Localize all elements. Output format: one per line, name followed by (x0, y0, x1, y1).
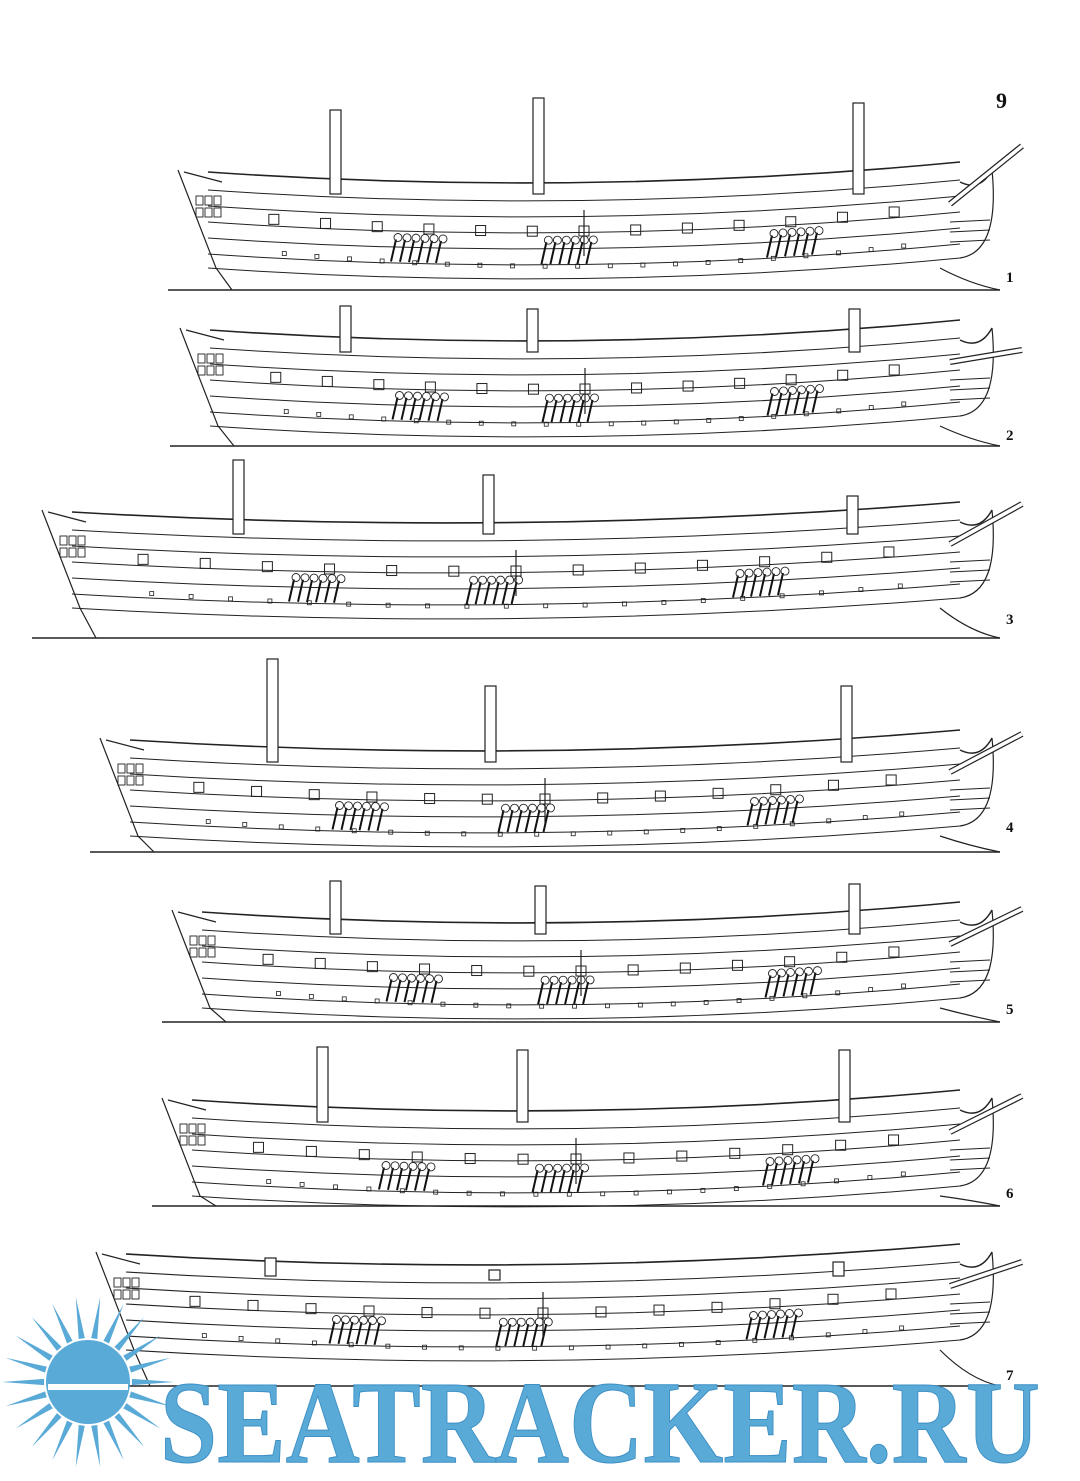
plate-number: 9 (996, 88, 1007, 113)
ship-profile-7 (86, 1243, 1023, 1387)
ship-profile-6 (152, 1046, 1024, 1208)
sun-logo-icon (2, 1296, 174, 1468)
figure-label-1: 1 (1006, 270, 1014, 286)
ship-profile-5 (162, 880, 1024, 1023)
figure-label-3: 3 (1006, 612, 1014, 628)
figure-label-6: 6 (1006, 1186, 1014, 1202)
ship-profile-3 (32, 459, 1024, 639)
ship-profile-4 (90, 658, 1024, 853)
ship-profile-1 (168, 97, 1024, 291)
ship-profile-2 (170, 305, 1023, 447)
figure-label-2: 2 (1006, 428, 1014, 444)
figure-label-5: 5 (1006, 1002, 1014, 1018)
figure-label-7: 7 (1006, 1368, 1014, 1384)
watermark-text: SEATRACKER.RU (160, 1357, 1040, 1481)
figure-label-4: 4 (1006, 820, 1014, 836)
